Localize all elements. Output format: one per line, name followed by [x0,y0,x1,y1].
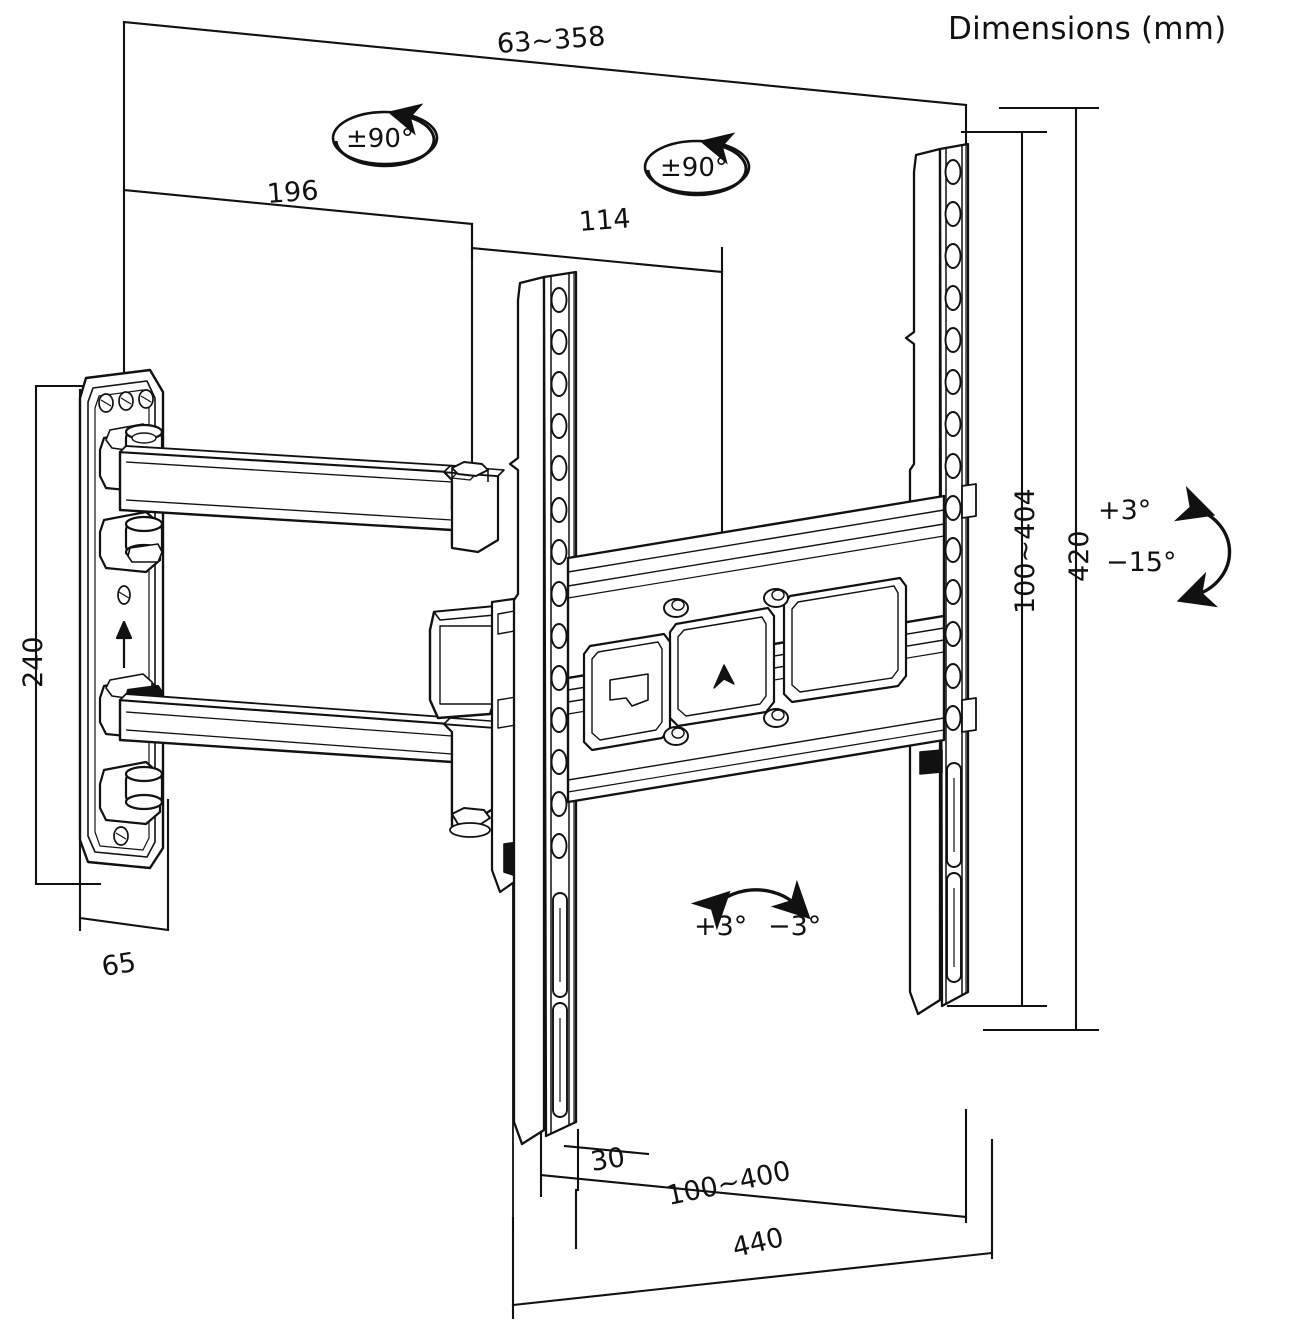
dimension-label-vesa-vertical: 100~404 [1010,488,1041,614]
dimline-440 [511,1251,994,1307]
upper-pivot-joint-lower [98,510,164,574]
level-arc [690,879,811,931]
dimension-label-arm-first: 196 [265,175,320,210]
up-arrow-icon [115,620,133,668]
page-title: Dimensions (mm) [948,11,1227,47]
swivel-ellipse-right [643,139,751,195]
dimension-label-bottom-offset: 30 [588,1141,628,1178]
dimension-label-rail-height: 420 [1064,530,1095,582]
level-label-right: −3° [768,911,822,942]
dimension-label-plate-depth: 65 [99,946,139,983]
left-vertical-rail [508,270,578,1146]
dimline-65 [78,916,170,932]
swivel-ellipse-left [331,110,439,166]
swivel-label-right: ±90° [660,153,728,183]
tilt-label-down: −15° [1106,547,1177,578]
tilt-arc [1173,485,1232,608]
lower-pivot-joint-lower [98,760,164,826]
dimline-196 [122,188,474,226]
dimline-63-358 [122,20,968,107]
swivel-label-left: ±90° [346,124,414,154]
upper-extension-arm [118,445,505,554]
beam-up-arrow-icon [713,664,735,689]
tilt-label-up: +3° [1098,495,1152,526]
dimension-label-arm-second: 114 [577,203,632,238]
dimension-label-top-extension: 63~358 [495,21,607,60]
dimline-114 [470,246,724,274]
dimline-100-400 [539,1173,968,1219]
centre-plate [668,606,776,728]
horizontal-cross-beam [566,494,946,804]
dimension-label-plate-height: 240 [18,636,49,688]
lower-extension-arm [118,693,505,838]
level-label-left: +3° [694,911,748,942]
dimline-30 [563,1144,650,1156]
